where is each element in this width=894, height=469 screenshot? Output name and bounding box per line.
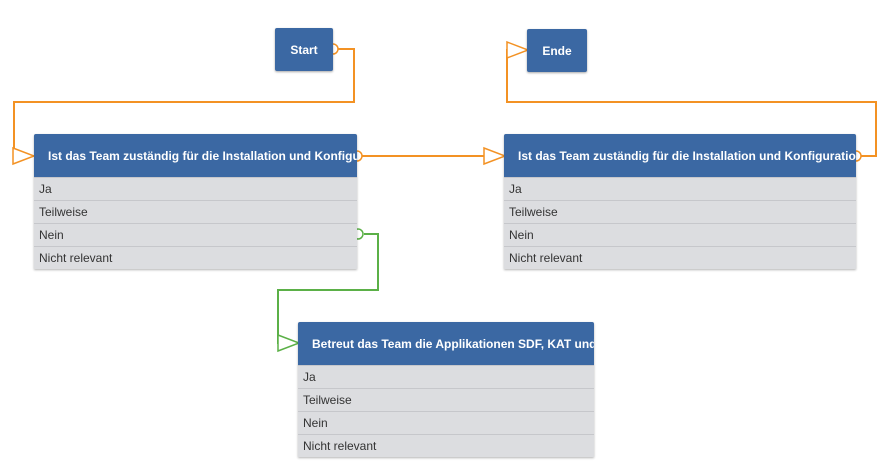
answer-option[interactable]: Ja: [504, 177, 856, 200]
question-node-2[interactable]: Ist das Team zuständig für die Installat…: [504, 134, 856, 269]
question-node-1-header[interactable]: Ist das Team zuständig für die Installat…: [34, 134, 357, 177]
question-node-3-title: Betreut das Team die Applikationen SDF, …: [312, 336, 594, 351]
answer-option[interactable]: Nicht relevant: [298, 434, 594, 457]
connector-q2-input-arrow: [483, 146, 508, 166]
question-node-1-title: Ist das Team zuständig für die Installat…: [48, 148, 357, 163]
answer-option[interactable]: Nicht relevant: [504, 246, 856, 269]
answer-option[interactable]: Ja: [298, 365, 594, 388]
answer-option[interactable]: Nein: [298, 411, 594, 434]
answer-option[interactable]: Teilweise: [298, 388, 594, 411]
answer-option[interactable]: Ja: [34, 177, 357, 200]
answer-option[interactable]: Teilweise: [504, 200, 856, 223]
start-node[interactable]: Start: [275, 28, 333, 71]
answer-option[interactable]: Teilweise: [34, 200, 357, 223]
question-node-1[interactable]: Ist das Team zuständig für die Installat…: [34, 134, 357, 269]
question-node-2-header[interactable]: Ist das Team zuständig für die Installat…: [504, 134, 856, 177]
question-node-2-title: Ist das Team zuständig für die Installat…: [518, 148, 856, 163]
answer-option[interactable]: Nein: [504, 223, 856, 246]
question-node-3-header[interactable]: Betreut das Team die Applikationen SDF, …: [298, 322, 594, 365]
connector-end-input-arrow: [506, 40, 531, 60]
answer-option[interactable]: Nein: [34, 223, 357, 246]
answer-option[interactable]: Nicht relevant: [34, 246, 357, 269]
question-node-3[interactable]: Betreut das Team die Applikationen SDF, …: [298, 322, 594, 457]
end-node[interactable]: Ende: [527, 29, 587, 72]
end-node-label: Ende: [542, 43, 572, 58]
start-node-label: Start: [290, 42, 318, 57]
